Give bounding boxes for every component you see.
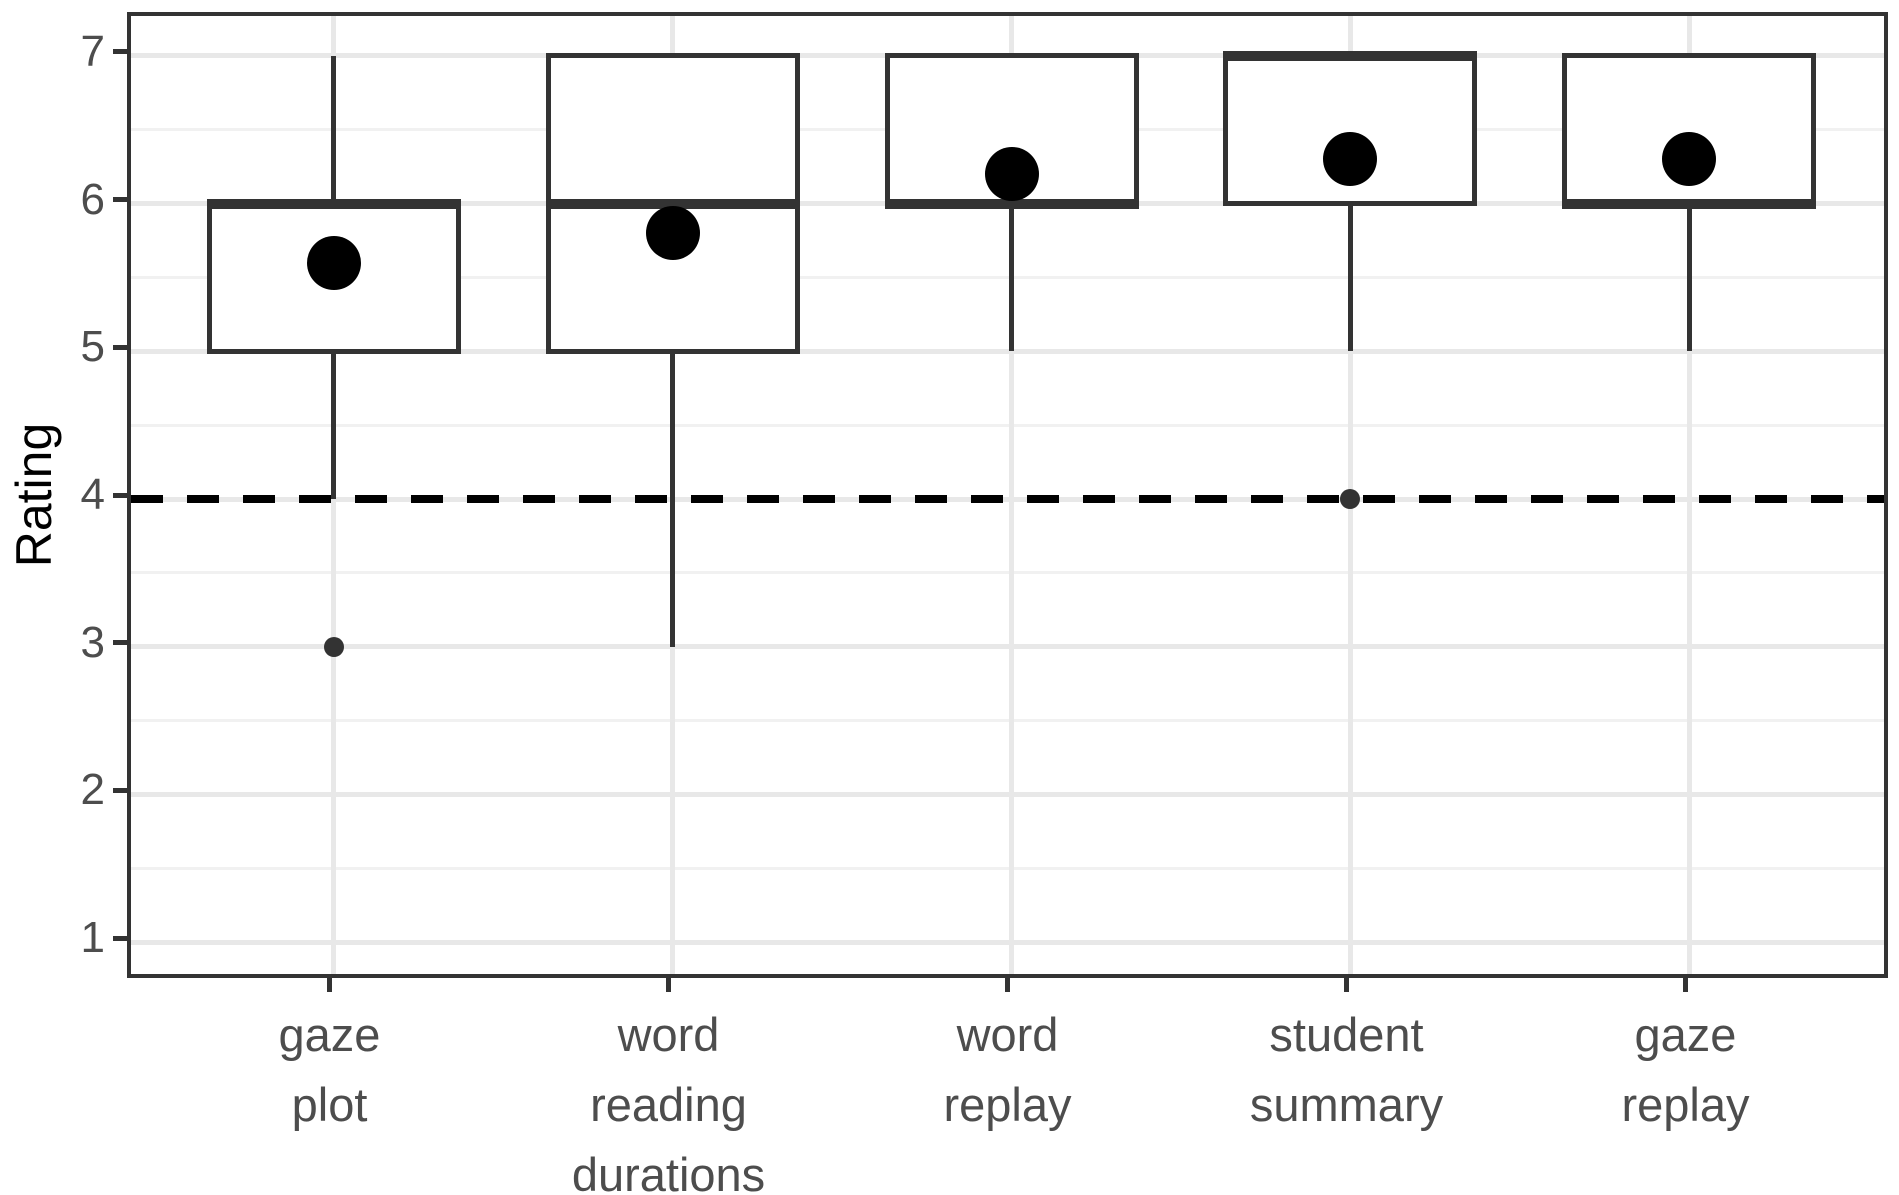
- lower-whisker-word-replay: [1009, 203, 1014, 352]
- plot-panel: [127, 12, 1888, 978]
- x-axis-tick-4: [1343, 978, 1349, 992]
- y-axis-label-6: 6: [80, 174, 105, 224]
- mean-dot-gaze-plot: [306, 235, 361, 290]
- y-axis-label-7: 7: [80, 26, 105, 76]
- x-axis-label-gaze-replay: gaze replay: [1621, 1008, 1750, 1131]
- gridline-minor-y-3.5: [131, 571, 1884, 575]
- gridline-minor-y-5.5: [131, 275, 1884, 279]
- mean-dot-word-replay: [984, 147, 1039, 202]
- x-axis-label-student-summary: student summary: [1249, 1008, 1444, 1131]
- median-line-word-reading-durations: [545, 198, 800, 209]
- y-axis-tick-5: [113, 344, 127, 350]
- median-line-word-replay: [884, 198, 1139, 209]
- y-axis-tick-3: [113, 640, 127, 646]
- x-axis-label-word-replay: word replay: [943, 1008, 1072, 1131]
- median-line-gaze-plot: [206, 198, 461, 209]
- y-axis-label-2: 2: [80, 765, 105, 815]
- y-axis-tick-4: [113, 492, 127, 498]
- lower-whisker-gaze-plot: [331, 351, 336, 499]
- y-axis-tick-2: [113, 787, 127, 793]
- y-axis-tick-6: [113, 197, 127, 203]
- outlier-dot-student-summary-4: [1340, 489, 1361, 509]
- x-axis-label-word-reading-durations: word reading durations: [571, 1008, 766, 1195]
- mean-dot-student-summary: [1323, 132, 1378, 187]
- x-axis-tick-3: [1005, 978, 1010, 992]
- y-axis-label-3: 3: [80, 617, 105, 667]
- gridline-major-y-3: [131, 644, 1884, 650]
- lower-whisker-word-reading-durations: [670, 351, 675, 647]
- mean-dot-gaze-replay: [1662, 132, 1717, 187]
- y-axis-label-4: 4: [80, 470, 105, 519]
- median-line-student-summary: [1223, 50, 1478, 61]
- x-axis-tick-5: [1682, 978, 1688, 992]
- gridline-minor-y-4.5: [131, 423, 1884, 427]
- median-line-gaze-replay: [1562, 198, 1817, 209]
- mean-dot-word-reading-durations: [645, 206, 700, 261]
- y-axis-label-1: 1: [80, 913, 105, 963]
- gridline-minor-y-1.5: [131, 866, 1884, 870]
- x-axis-tick-1: [327, 978, 332, 992]
- box-student-summary: [1223, 53, 1478, 207]
- reference-line: [131, 495, 1884, 503]
- x-axis-tick-2: [666, 978, 671, 992]
- lower-whisker-student-summary: [1347, 203, 1353, 352]
- x-axis-label-gaze-plot: gaze plot: [278, 1008, 381, 1131]
- gridline-major-y-1: [131, 939, 1884, 945]
- y-axis-tick-1: [113, 935, 127, 941]
- upper-whisker-gaze-plot: [331, 55, 336, 204]
- lower-whisker-gaze-replay: [1686, 203, 1692, 352]
- gridline-minor-y-2.5: [131, 719, 1884, 723]
- y-axis-tick-7: [113, 49, 127, 55]
- gridline-major-y-2: [131, 791, 1884, 797]
- outlier-dot-gaze-plot-3: [323, 636, 344, 657]
- y-axis-label-5: 5: [80, 322, 105, 372]
- gridline-major-y-5: [131, 348, 1884, 354]
